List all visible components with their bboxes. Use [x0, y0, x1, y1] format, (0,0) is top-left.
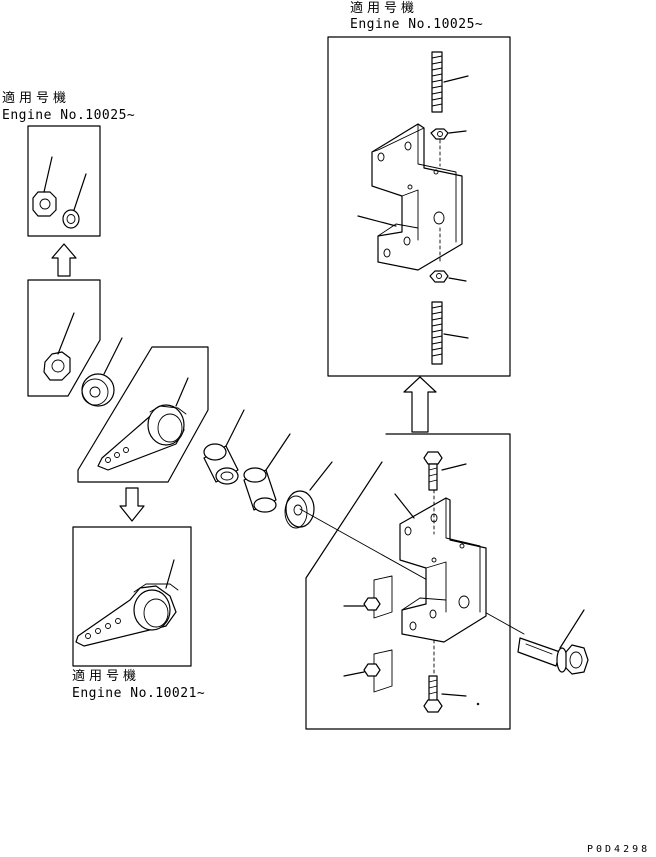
- variant-box-bottom-left: [72, 526, 192, 667]
- washer-left: [81, 337, 123, 407]
- drawing-code: P0D4298: [587, 844, 651, 855]
- variant-box-top-right: [327, 36, 511, 377]
- bushing-2: [243, 433, 291, 513]
- variant-box-top-left: [27, 125, 101, 237]
- callout-en-top-left: Engine No.10025~: [2, 108, 136, 123]
- callout-jp-top-right: 適用号機: [350, 1, 419, 16]
- stud-upper: [431, 51, 469, 113]
- bushing-1: [203, 409, 245, 485]
- arrow-down-icon: [119, 487, 145, 522]
- slack-adjuster-box: [77, 346, 209, 483]
- mounting-bracket-upper: [357, 123, 463, 271]
- callout-en-top-right: Engine No.10025~: [350, 17, 484, 32]
- nut-box-left: [27, 279, 101, 397]
- nut-upper-left: [343, 575, 393, 619]
- callout-jp-top-left: 適用号機: [2, 91, 71, 106]
- nut-lower-left: [343, 649, 393, 693]
- washer-large: [284, 461, 333, 529]
- mounting-bracket-main: [394, 489, 487, 677]
- washer-small: [62, 173, 87, 229]
- callout-jp-bottom-left: 適用号機: [72, 669, 141, 684]
- nut-upper: [430, 128, 467, 140]
- bolt-upper: [423, 451, 467, 491]
- main-bracket-box: [305, 433, 511, 730]
- arrow-up-icon: [403, 376, 437, 433]
- flange-bolt: [517, 609, 589, 675]
- slack-adjuster-arm: [97, 377, 189, 471]
- arrow-up-icon: [51, 243, 77, 277]
- bolt-lower: [423, 675, 467, 713]
- stud-lower: [431, 301, 469, 365]
- nut-lower: [429, 270, 467, 283]
- callout-en-bottom-left: Engine No.10021~: [72, 686, 206, 701]
- nut-small: [32, 156, 57, 217]
